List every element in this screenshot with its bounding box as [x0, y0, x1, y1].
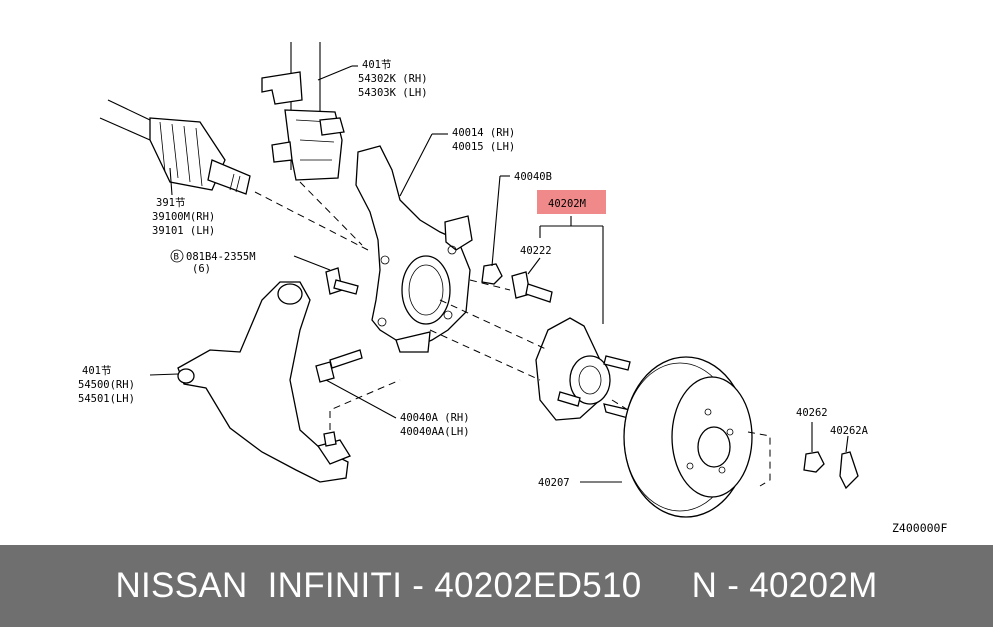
hub-bolt-label: 40222	[520, 245, 552, 257]
nut-40262-illustration	[803, 451, 825, 473]
cotter-pin-illustration	[839, 451, 859, 490]
diagram-code-label: Z400000F	[892, 521, 947, 535]
lower-control-arm-illustration	[177, 281, 351, 483]
part-number-banner: NISSAN INFINITI - 40202ED510 N - 40202M	[0, 545, 993, 627]
nut-262-label: 40262	[796, 407, 828, 419]
shaft-ref-label: 391节	[156, 197, 185, 209]
strut-rh-label: 54302K (RH)	[358, 73, 428, 85]
rotor-label: 40207	[538, 477, 570, 489]
nut-top-label: 40040B	[514, 171, 552, 183]
arm-ref-label: 401节	[82, 365, 111, 377]
knuckle-rh-label: 40014 (RH)	[452, 127, 515, 139]
strut-lh-label: 54303K (LH)	[358, 87, 428, 99]
nut-40040b-illustration	[481, 263, 503, 285]
bolt-part-label: 081B4-2355M	[186, 251, 256, 263]
bolt-circle-letter: B	[174, 253, 179, 263]
highlight-box	[537, 190, 606, 214]
hub-assembly-illustration	[535, 317, 631, 421]
hub-bolt-illustration	[511, 271, 553, 303]
shaft-lh-label: 39101 (LH)	[152, 225, 215, 237]
bolt-rh-label: 40040A (RH)	[400, 412, 470, 424]
bolt-circle-marker	[170, 249, 184, 263]
arm-bolt-illustration	[315, 349, 363, 383]
brake-rotor-illustration	[623, 356, 753, 518]
strut-ref-label: 401节	[362, 59, 391, 71]
shaft-rh-label: 39100M(RH)	[152, 211, 215, 223]
knuckle-lh-label: 40015 (LH)	[452, 141, 515, 153]
arm-lh-label: 54501(LH)	[78, 393, 135, 405]
hub-highlight-label: 40202M	[548, 198, 586, 210]
knuckle-bolt-upper-illustration	[325, 267, 359, 295]
pin-262a-label: 40262A	[830, 425, 869, 437]
strut-illustration	[261, 42, 345, 181]
parts-diagram: 401节 54302K (RH) 54303K (LH) 40014 (RH) …	[78, 42, 947, 535]
arm-rh-label: 54500(RH)	[78, 379, 135, 391]
bolt-qty-label: (6)	[192, 263, 211, 275]
banner-text: NISSAN INFINITI - 40202ED510 N - 40202M	[115, 566, 878, 605]
steering-knuckle-illustration	[355, 145, 473, 353]
drive-shaft-illustration	[99, 99, 251, 195]
bolt-lh-label: 40040AA(LH)	[400, 426, 470, 438]
